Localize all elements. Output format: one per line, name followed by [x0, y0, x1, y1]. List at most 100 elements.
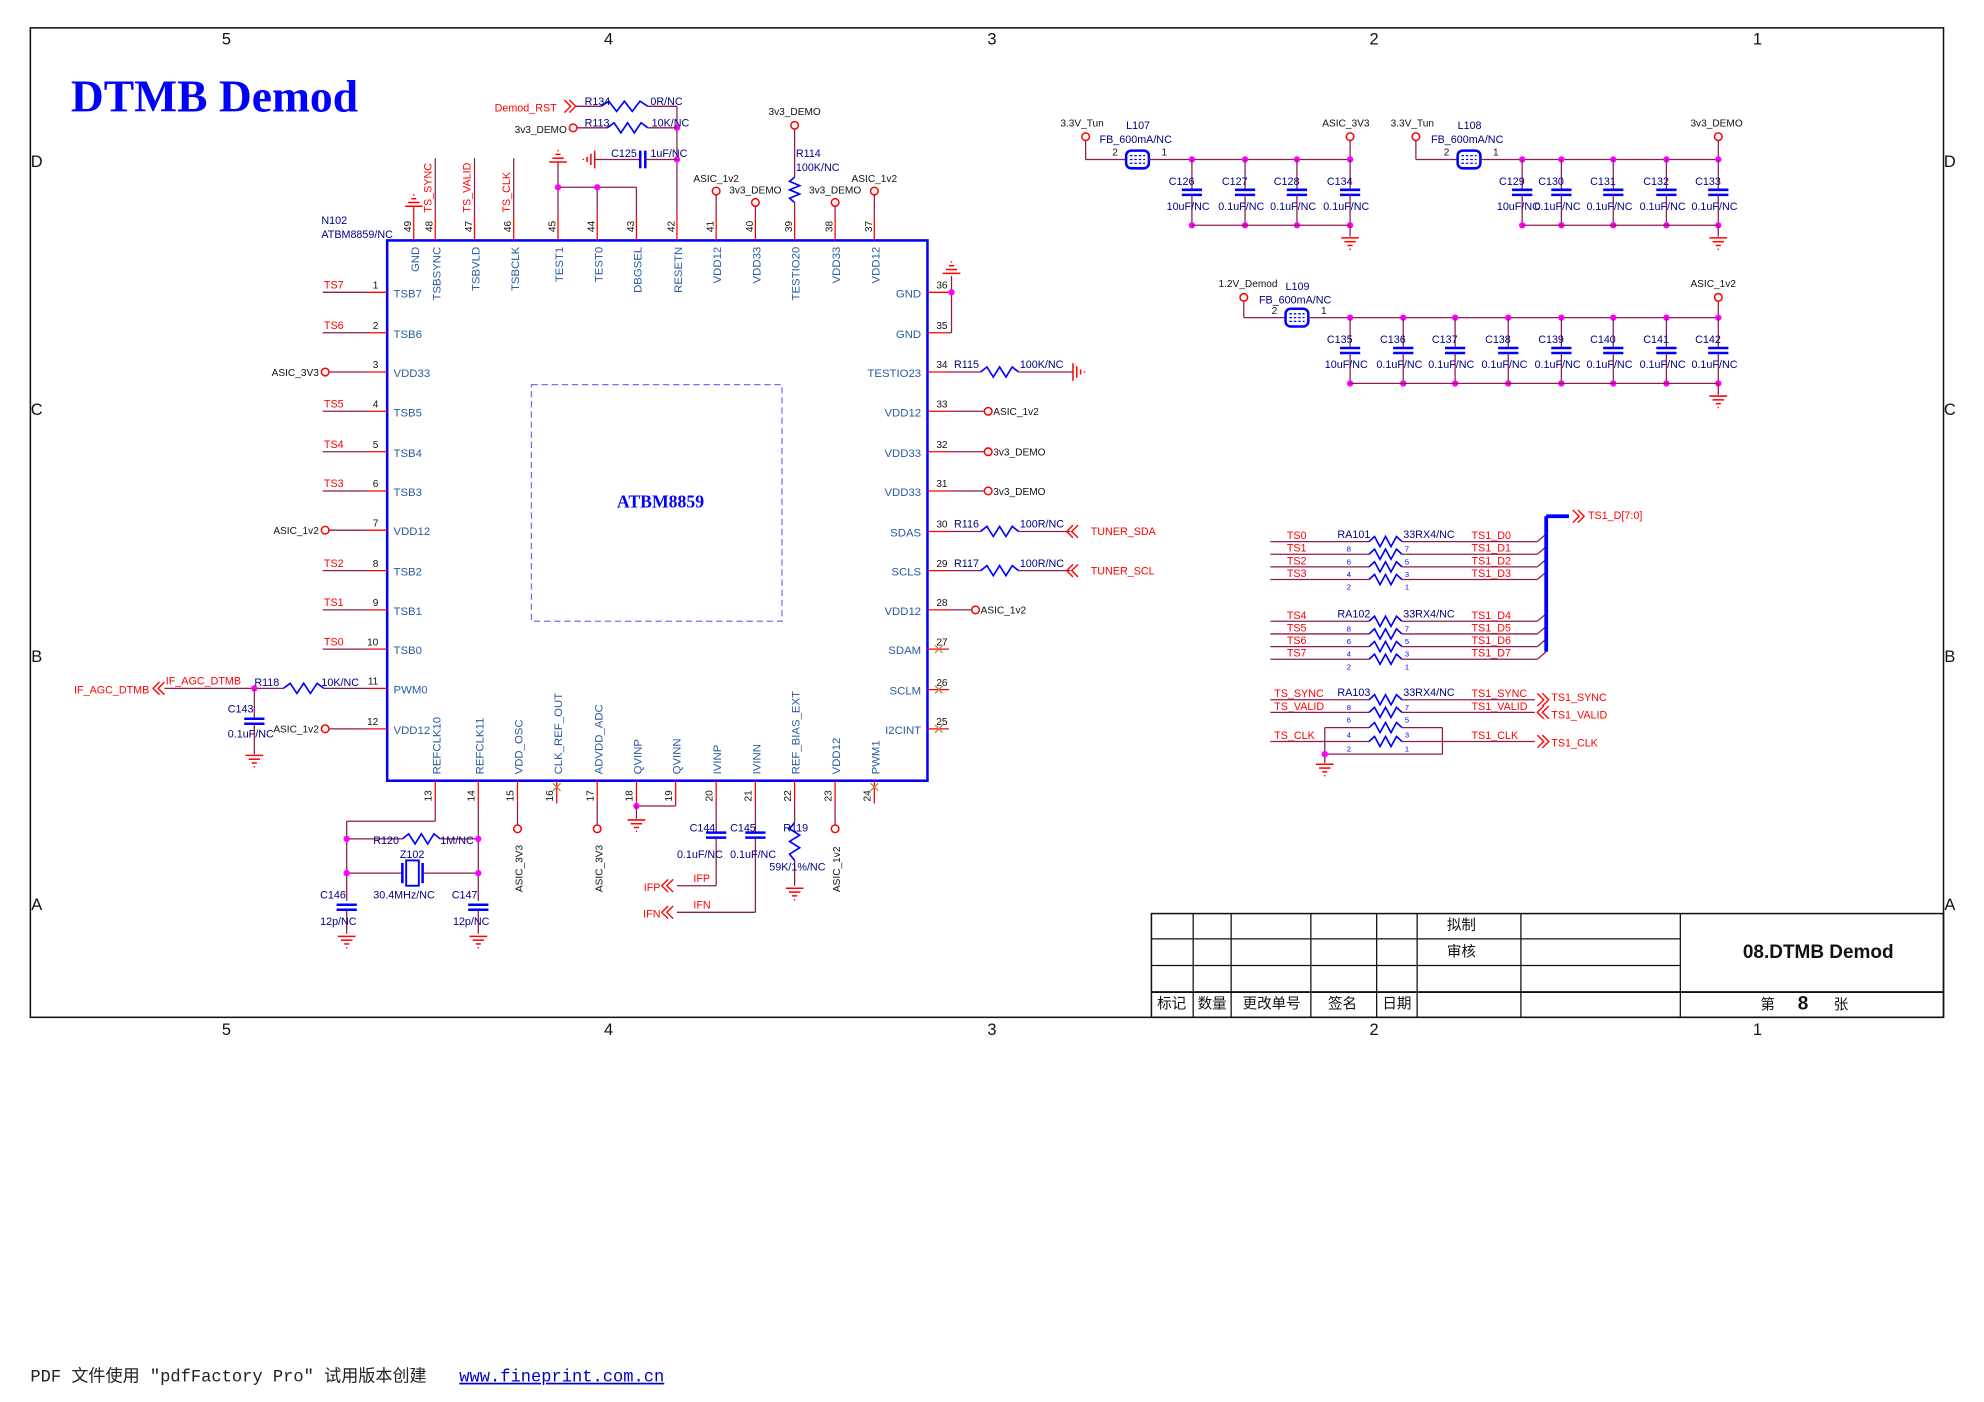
sheet-suffix: 张	[1834, 997, 1849, 1014]
pin-number: 46	[503, 221, 514, 233]
label: 100R/NC	[1020, 519, 1064, 531]
label: 10uF/NC	[1325, 359, 1368, 371]
label: 0.1uF/NC	[1691, 359, 1737, 371]
net-port-label: TS1_VALID	[1551, 710, 1607, 722]
ground-icon	[549, 149, 567, 163]
junction-dot	[1558, 156, 1565, 163]
pin-number: 2	[1347, 583, 1351, 592]
net-port-label: Demod_RST	[495, 102, 558, 114]
net-label: TS1_D5	[1472, 622, 1511, 634]
resistor-icon	[1368, 720, 1403, 735]
chevron	[1065, 563, 1074, 578]
net-label: IF_AGC_DTMB	[166, 676, 241, 688]
pin-number: 47	[464, 221, 475, 233]
pin-name: TEST1	[554, 247, 566, 282]
power-net-label: ASIC_1v2	[273, 725, 319, 736]
capacitor-icon	[1339, 346, 1361, 355]
pin-name: TSB6	[394, 329, 422, 341]
port-arrow-icon	[152, 681, 165, 696]
power-port-icon	[1239, 292, 1249, 302]
junction-dot	[475, 835, 482, 843]
pin-name: TSB4	[394, 448, 422, 460]
pin-number: 43	[626, 221, 637, 233]
capacitor-icon	[336, 903, 357, 912]
capacitor-icon	[1512, 188, 1533, 197]
label: 33RX4/NC	[1403, 608, 1455, 620]
capacitor-icon	[638, 150, 647, 169]
no-connect-icon	[934, 644, 944, 654]
power-port-icon	[592, 824, 602, 834]
label: C135	[1327, 334, 1353, 346]
pin-name: VDD33	[831, 247, 843, 284]
pin-number: 5	[1405, 716, 1409, 725]
resistor-icon	[1368, 560, 1403, 574]
pin-name: CLK_REF_OUT	[553, 693, 565, 775]
pin-number: 6	[373, 479, 379, 490]
net-label: TS1_VALID	[1472, 701, 1528, 713]
label: 0.1uF/NC	[1323, 201, 1369, 213]
port-arrow-icon	[1572, 509, 1586, 524]
capacitor-icon	[1551, 346, 1572, 355]
no-connect-icon	[552, 782, 561, 792]
port-arrow-icon	[1065, 524, 1079, 539]
power-net-label: 3v3_DEMO	[809, 186, 861, 197]
junction-dot	[1663, 156, 1670, 163]
chevron	[1065, 524, 1074, 539]
page-title: DTMB Demod	[71, 70, 358, 121]
pin-name: VDD12	[831, 738, 843, 775]
label: 2	[1272, 306, 1278, 317]
pin-number: 41	[706, 221, 717, 233]
pin-number: 23	[823, 790, 834, 802]
pin-number: 18	[625, 790, 636, 802]
resistor-icon	[1368, 534, 1403, 549]
resistor-icon	[1368, 705, 1403, 720]
power-net-label: 3.3V_Tun	[1391, 119, 1434, 130]
pin-number: 2	[373, 321, 379, 332]
nc-line	[552, 782, 561, 792]
ground-icon	[1315, 763, 1334, 777]
net-label: TS1	[1287, 543, 1307, 555]
label: L107	[1126, 120, 1150, 132]
label: R117	[954, 558, 979, 570]
label: 0.1uF/NC	[1691, 201, 1737, 213]
power-net-label: 3v3_DEMO	[768, 107, 820, 118]
power-port-icon	[711, 186, 721, 196]
zone-col-label: 2	[1370, 1021, 1379, 1039]
resistor-icon	[1368, 639, 1403, 654]
label: RA102	[1337, 608, 1370, 620]
port-arrow-icon	[1536, 705, 1550, 720]
pin-number: 34	[936, 360, 948, 371]
label: 10K/NC	[652, 118, 690, 130]
pin-number: 11	[368, 677, 379, 688]
resistor-icon	[600, 99, 649, 113]
label: 100K/NC	[796, 162, 840, 174]
net-label: TS1_D6	[1472, 635, 1511, 647]
pin-number: 26	[936, 678, 948, 689]
pin-number: 48	[425, 221, 436, 233]
net-label: TS1	[324, 597, 344, 609]
net-label: IFP	[693, 873, 710, 885]
pin-number: 4	[1347, 570, 1351, 579]
power-net-label: ASIC_1v2	[273, 526, 319, 537]
net-label: TS7	[324, 280, 344, 292]
capacitor-icon	[1444, 346, 1466, 355]
bus-label: TS1_D[7:0]	[1588, 510, 1642, 522]
label: C137	[1432, 334, 1458, 346]
ground-icon	[582, 150, 596, 169]
pin-number: 6	[1347, 557, 1351, 566]
nc-line	[870, 782, 879, 792]
zone-row-label: A	[31, 896, 42, 914]
footer-link[interactable]: www.fineprint.com.cn	[459, 1369, 664, 1388]
pin-number: 15	[506, 790, 517, 802]
zone-row-label: C	[31, 401, 43, 419]
pin-name: SCLM	[890, 686, 922, 698]
label: C128	[1274, 176, 1300, 188]
label: 100R/NC	[1020, 558, 1064, 570]
capacitor-icon	[1339, 188, 1361, 197]
resistor-icon	[787, 176, 802, 204]
net-port-label: IFN	[643, 908, 660, 920]
resistor-icon	[606, 121, 649, 135]
capacitor-icon	[1656, 346, 1677, 355]
pin-name: IVINN	[751, 744, 763, 774]
ground-icon	[1072, 363, 1086, 381]
